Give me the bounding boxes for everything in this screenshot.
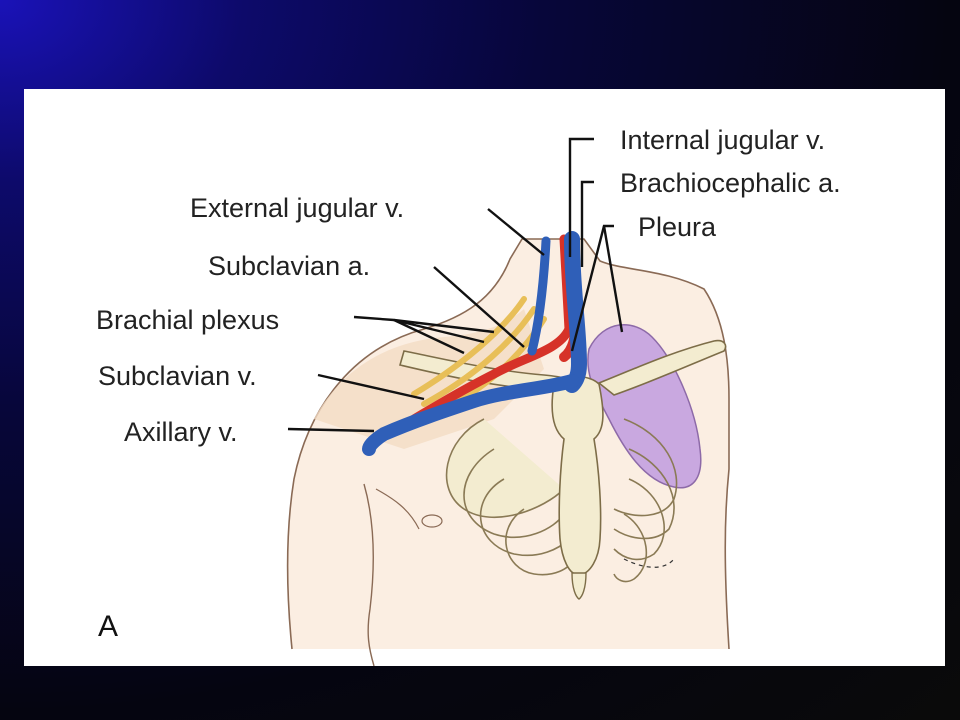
label-axillary-vein: Axillary v. <box>124 417 238 447</box>
anatomy-illustration: Internal jugular v. Brachiocephalic a. P… <box>96 125 841 666</box>
figure-panel: Internal jugular v. Brachiocephalic a. P… <box>24 89 945 666</box>
panel-letter: A <box>98 610 118 643</box>
label-brachiocephalic-artery: Brachiocephalic a. <box>620 168 841 198</box>
label-internal-jugular-vein: Internal jugular v. <box>620 125 825 155</box>
nipple <box>421 514 443 528</box>
arm-line <box>363 483 375 666</box>
subclavian-artery <box>409 234 574 424</box>
label-pleura: Pleura <box>638 212 717 242</box>
costal-margin-dashed <box>623 558 675 568</box>
label-external-jugular-vein: External jugular v. <box>190 193 404 223</box>
armpit-line <box>375 488 420 530</box>
label-subclavian-artery: Subclavian a. <box>208 251 370 281</box>
xiphoid <box>571 572 587 600</box>
external-jugular-vein <box>527 236 551 356</box>
leader-lines <box>287 137 624 433</box>
rib-cage <box>445 418 678 583</box>
internal-jugular-vein <box>564 231 588 393</box>
sternum <box>551 375 604 576</box>
clavicle-left <box>597 339 727 396</box>
label-subclavian-vein: Subclavian v. <box>98 361 257 391</box>
label-brachial-plexus: Brachial plexus <box>96 305 279 335</box>
subclavian-vein <box>362 374 579 456</box>
